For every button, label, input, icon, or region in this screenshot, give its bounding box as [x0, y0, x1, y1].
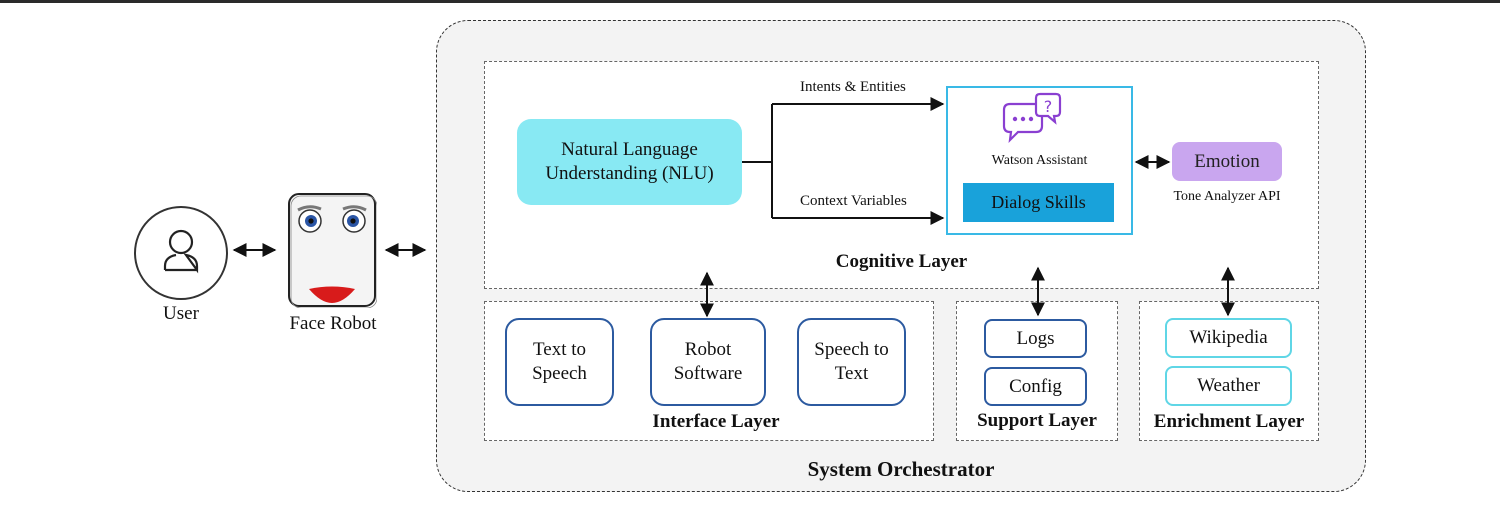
tone-analyzer-label: Tone Analyzer API — [1173, 189, 1281, 204]
user-label: User — [163, 303, 199, 324]
speech-to-text-box: Speech to Text — [797, 318, 906, 406]
system-orchestrator-title: System Orchestrator — [807, 457, 995, 481]
chat-bubbles-icon: ? — [1002, 92, 1062, 144]
cognitive-layer-title: Cognitive Layer — [835, 251, 968, 272]
robot-software-box: Robot Software — [650, 318, 766, 406]
face-robot-label: Face Robot — [289, 313, 377, 334]
dialog-skills-box: Dialog Skills — [963, 183, 1114, 222]
support-layer-title: Support Layer — [977, 410, 1097, 431]
svg-text:?: ? — [1044, 97, 1053, 116]
weather-box: Weather — [1165, 366, 1292, 406]
nlu-box: Natural Language Understanding (NLU) — [517, 119, 742, 205]
wikipedia-box: Wikipedia — [1165, 318, 1292, 358]
top-border — [0, 0, 1500, 3]
context-variables-label: Context Variables — [800, 193, 907, 209]
config-box: Config — [984, 367, 1087, 406]
emotion-box: Emotion — [1172, 142, 1282, 181]
interface-layer-title: Interface Layer — [652, 411, 780, 432]
user-icon — [134, 206, 228, 300]
text-to-speech-box: Text to Speech — [505, 318, 614, 406]
enrichment-layer-title: Enrichment Layer — [1153, 411, 1305, 432]
watson-assistant-label: Watson Assistant — [991, 153, 1088, 168]
face-robot-icon — [288, 193, 377, 308]
intents-entities-label: Intents & Entities — [800, 79, 906, 95]
logs-box: Logs — [984, 319, 1087, 358]
